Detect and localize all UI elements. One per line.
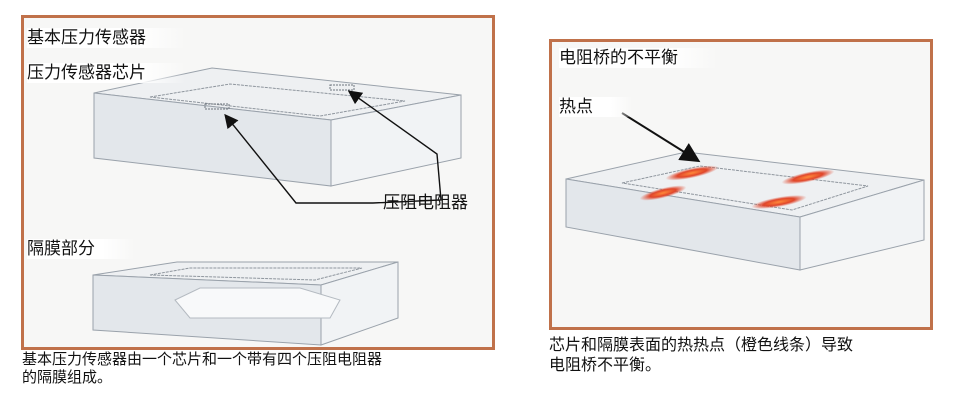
right-caption-line-1: 芯片和隔膜表面的热热点（橙色线条）导致 — [549, 335, 854, 354]
hotspot-1 — [665, 165, 719, 181]
left-caption: 基本压力传感器由一个芯片和一个带有四个压阻电阻器 的隔膜组成。 — [22, 350, 382, 386]
diaphragm-label: 隔膜部分 — [27, 239, 135, 259]
hotspot-3 — [639, 185, 687, 201]
bridge-imbalance-title: 电阻桥的不平衡 — [559, 48, 718, 68]
hotspot-chip-block — [565, 151, 925, 271]
right-caption-line-2: 电阻桥不平衡。 — [549, 355, 662, 374]
hotspot-2 — [781, 169, 835, 185]
basic-pressure-sensor-title: 基本压力传感器 — [27, 28, 186, 48]
hotspots — [639, 165, 835, 209]
pressure-sensor-chip-label: 压力传感器芯片 — [27, 63, 186, 83]
piezoresistor-callout — [224, 90, 442, 204]
sensor-chip-block — [93, 67, 462, 187]
left-caption-line-1: 基本压力传感器由一个芯片和一个带有四个压阻电阻器 — [22, 350, 383, 368]
piezoresistor-label: 压阻电阻器 — [383, 193, 468, 213]
hotspot-arrow — [621, 112, 701, 163]
left-caption-line-2: 的隔膜组成。 — [22, 368, 113, 386]
hotspot-label: 热点 — [559, 97, 633, 117]
right-caption: 芯片和隔膜表面的热热点（橙色线条）导致 电阻桥不平衡。 — [549, 335, 853, 375]
hotspot-4 — [751, 195, 807, 209]
diaphragm-block — [92, 261, 399, 346]
